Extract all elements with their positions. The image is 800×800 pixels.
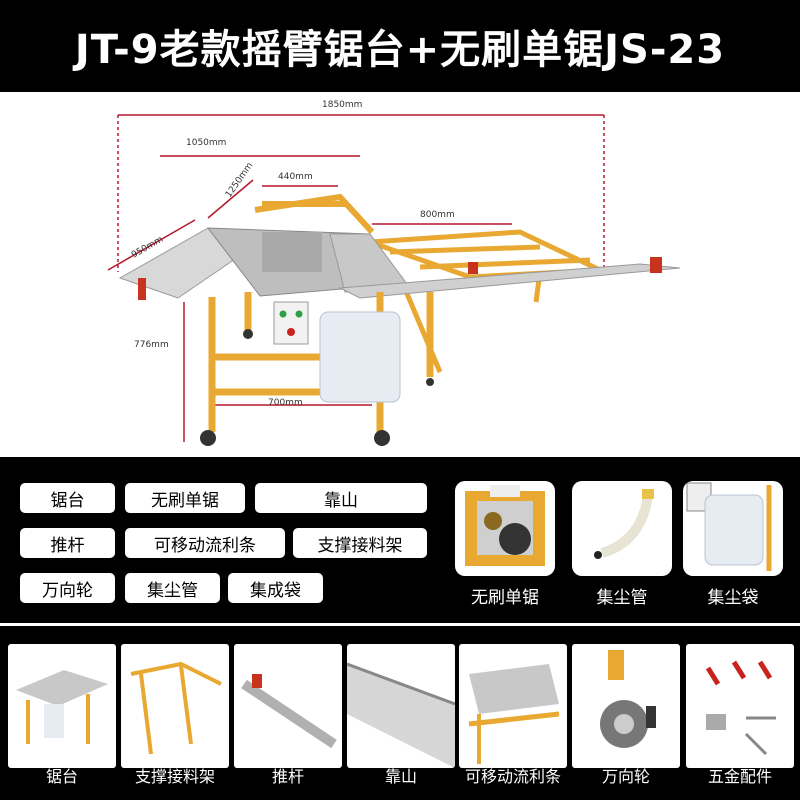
featured-label: 集尘袋: [707, 588, 759, 608]
accessory-tag: 锯台: [20, 483, 115, 513]
dim-leg-span: 700mm: [268, 398, 303, 408]
switch-box: [273, 301, 309, 345]
gallery-thumb-roller-track: [459, 644, 567, 768]
accessory-tag: 推杆: [20, 528, 115, 558]
dust-hose-thumb: [572, 481, 672, 576]
throat-plate: [262, 232, 322, 272]
gallery-thumb-fence: [347, 644, 455, 768]
accessory-tag: 集尘管: [125, 573, 220, 603]
fence-icon: [347, 662, 455, 768]
gallery-label: 锯台: [45, 767, 78, 786]
push-rod-icon: [241, 674, 337, 749]
support-frame-icon: [130, 661, 222, 755]
support-frame-back: [254, 193, 375, 235]
dimension-lines: [107, 114, 605, 442]
gallery-label: 支撑接料架: [134, 767, 215, 786]
dust-bag-thumb: [683, 481, 783, 576]
dim-right-table: 800mm: [420, 210, 455, 220]
featured-label: 集尘管: [596, 588, 648, 608]
accessory-tag: 支撑接料架: [293, 528, 427, 558]
dust-bag-icon: [686, 482, 772, 571]
hero-product-diagram: 1850mm 1050mm 440mm 1250mm 950mm 800mm 7…: [0, 92, 800, 457]
roller-track-icon: [468, 664, 560, 764]
gallery-section: 锯台 支撑接料架 推杆 靠山 可移动流利条 万向轮 五金配件: [0, 626, 800, 800]
rail-clamp: [650, 257, 662, 273]
rail-clamp: [468, 262, 478, 274]
accessory-section: 锯台 无刷单锯 靠山 推杆 可移动流利条 支撑接料架 万向轮 集尘管 集成袋: [0, 457, 800, 614]
gallery-thumb-caster-wheel: [572, 644, 680, 768]
brushless-saw-thumb: [455, 481, 555, 576]
saw-table-illustration: [107, 114, 681, 446]
gallery-thumb-saw-table: [8, 644, 116, 768]
left-clamp: [138, 278, 146, 300]
caster-wheel-icon: [600, 650, 656, 748]
dust-bag: [319, 311, 401, 403]
caster-wheels: [200, 329, 434, 446]
accessory-tag: 万向轮: [20, 573, 115, 603]
dim-table-width: 440mm: [278, 172, 313, 182]
gallery-label: 可移动流利条: [464, 767, 561, 786]
saw-table-icon: [16, 670, 108, 744]
dim-total-length: 1850mm: [322, 100, 363, 110]
gallery-label: 推杆: [271, 767, 304, 786]
slide-rail: [338, 263, 681, 299]
dim-height: 776mm: [134, 340, 169, 350]
dim-slide-length: 1050mm: [186, 138, 227, 148]
hardware-kit-icon: [705, 660, 776, 756]
gallery-thumb-hardware-kit: [686, 644, 794, 768]
section-divider: [0, 623, 800, 626]
saw-motor-icon: [465, 485, 545, 566]
accessory-tag: 可移动流利条: [125, 528, 285, 558]
gallery-thumb-support-frame: [121, 644, 229, 768]
title-bar: JT-9老款摇臂锯台+无刷单锯JS-23: [0, 0, 800, 92]
gallery-thumb-push-rod: [234, 644, 342, 768]
accessory-tag: 集成袋: [228, 573, 323, 603]
gallery-label: 万向轮: [601, 767, 650, 786]
accessory-tag: 靠山: [255, 483, 427, 513]
gallery-label: 靠山: [384, 767, 417, 786]
accessory-tag: 无刷单锯: [125, 483, 245, 513]
product-title: JT-9老款摇臂锯台+无刷单锯JS-23: [74, 27, 726, 73]
dust-hose-icon: [594, 489, 654, 559]
support-frame-right: [369, 229, 602, 373]
gallery-label: 五金配件: [707, 767, 772, 786]
featured-label: 无刷单锯: [471, 588, 539, 608]
